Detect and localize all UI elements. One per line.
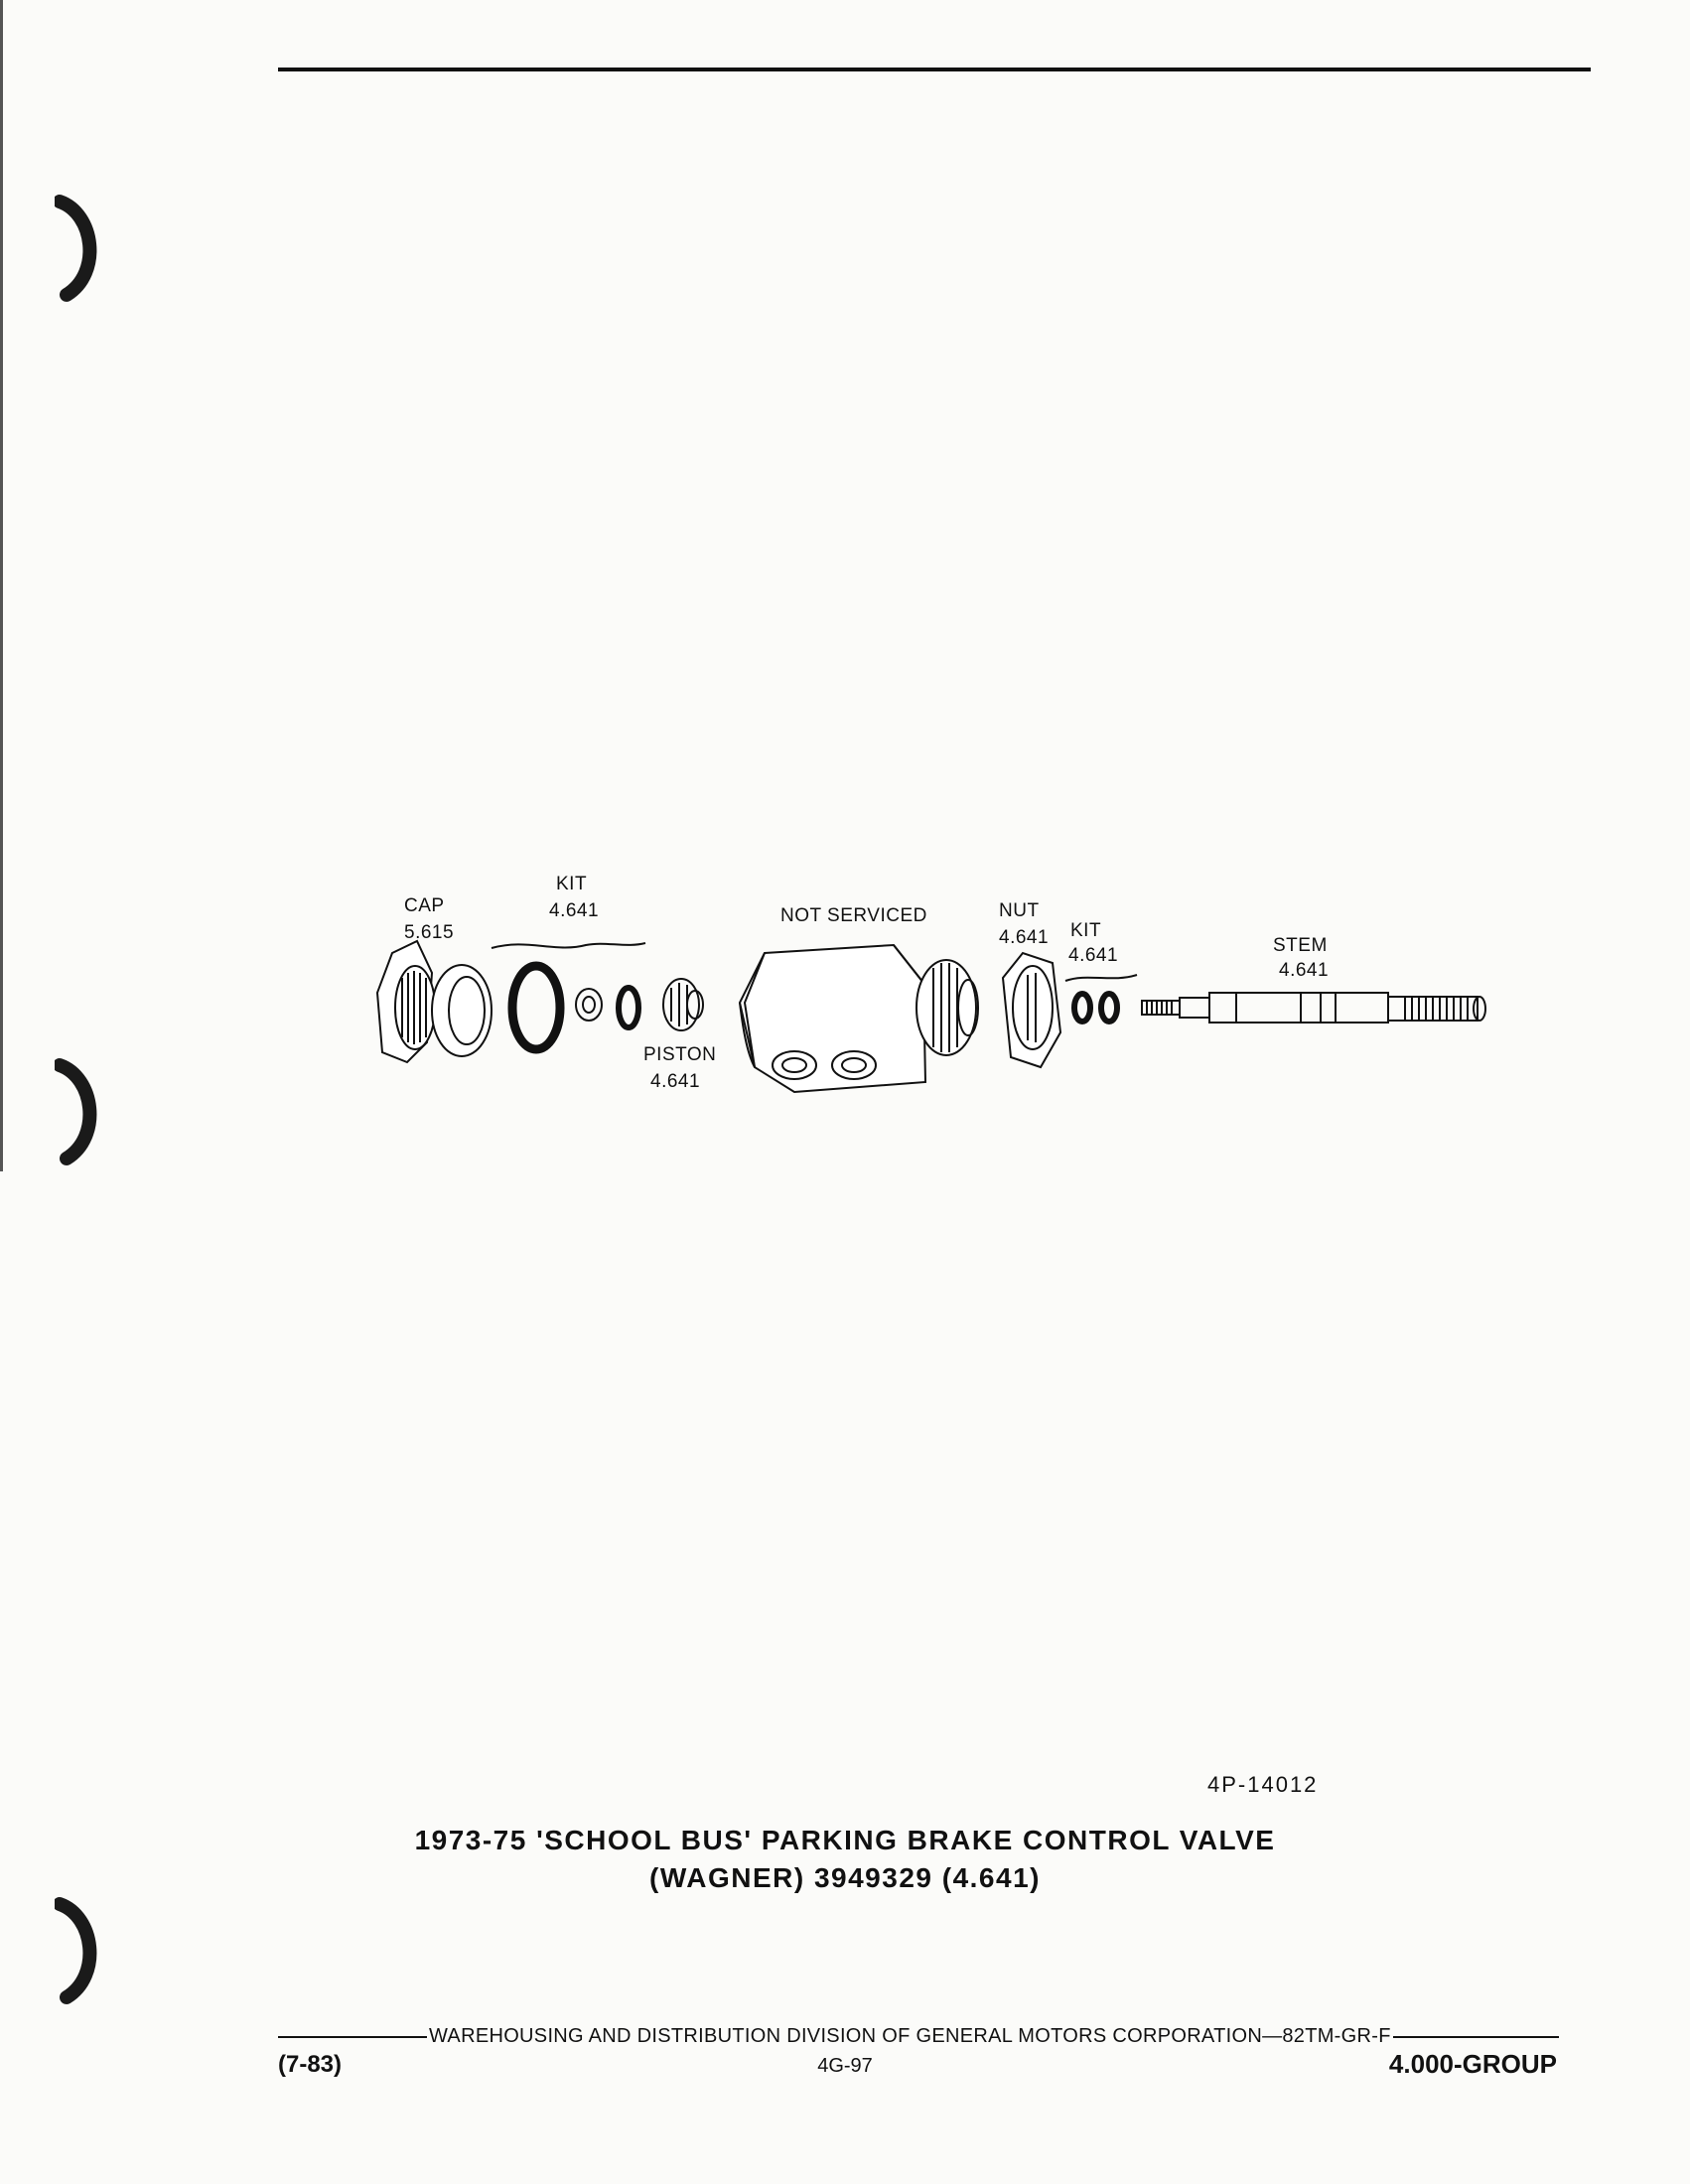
- caption-line-1: 1973-75 'SCHOOL BUS' PARKING BRAKE CONTR…: [414, 1825, 1276, 1855]
- cap-part: [375, 939, 493, 1064]
- kit-2-parts: [1064, 974, 1138, 1024]
- footer-group: 4.000-GROUP: [1388, 2049, 1557, 2079]
- kit-2-part-number: 4.641: [1068, 945, 1118, 966]
- footer-publisher-line: WAREHOUSING AND DISTRIBUTION DIVISION OF…: [278, 2025, 1559, 2048]
- binder-hole-mark-middle: [55, 1058, 97, 1165]
- binder-hole-mark-top: [55, 195, 97, 302]
- stem-part-number: 4.641: [1279, 960, 1329, 981]
- nut-label: NUT: [999, 900, 1040, 921]
- not-serviced-label: NOT SERVICED: [780, 905, 927, 926]
- figure-caption: 1973-75 'SCHOOL BUS' PARKING BRAKE CONTR…: [0, 1822, 1690, 1897]
- footer-date: (7-83): [278, 2051, 343, 2078]
- top-rule: [278, 68, 1591, 71]
- footer-rule-left: [278, 2035, 427, 2038]
- piston-label: PISTON: [643, 1044, 716, 1065]
- cap-label: CAP: [404, 895, 445, 916]
- footer-rule-right: [1392, 2035, 1559, 2038]
- cap-part-number: 5.615: [404, 922, 454, 943]
- stem-part: [1141, 992, 1486, 1024]
- kit-1-part-number: 4.641: [549, 900, 599, 921]
- kit-1-label: KIT: [556, 874, 587, 894]
- nut-part: [1001, 951, 1062, 1069]
- figure-number: 4P-14012: [1207, 1772, 1319, 1797]
- caption-line-2: (WAGNER) 3949329 (4.641): [649, 1862, 1041, 1893]
- stem-label: STEM: [1273, 935, 1328, 956]
- valve-body: [738, 943, 979, 1094]
- footer-publisher-text: WAREHOUSING AND DISTRIBUTION DIVISION OF…: [429, 2025, 1391, 2047]
- binder-hole-mark-bottom: [55, 1897, 97, 2004]
- piston-part-number: 4.641: [650, 1071, 700, 1092]
- kit-2-bracket: [1064, 974, 1138, 982]
- kit-1-bracket: [491, 942, 646, 949]
- nut-part-number: 4.641: [999, 927, 1049, 948]
- kit-2-label: KIT: [1070, 920, 1101, 941]
- page-edge: [0, 0, 3, 1171]
- kit-1-parts: [507, 961, 704, 1054]
- footer-page-number: 4G-97: [817, 2055, 873, 2077]
